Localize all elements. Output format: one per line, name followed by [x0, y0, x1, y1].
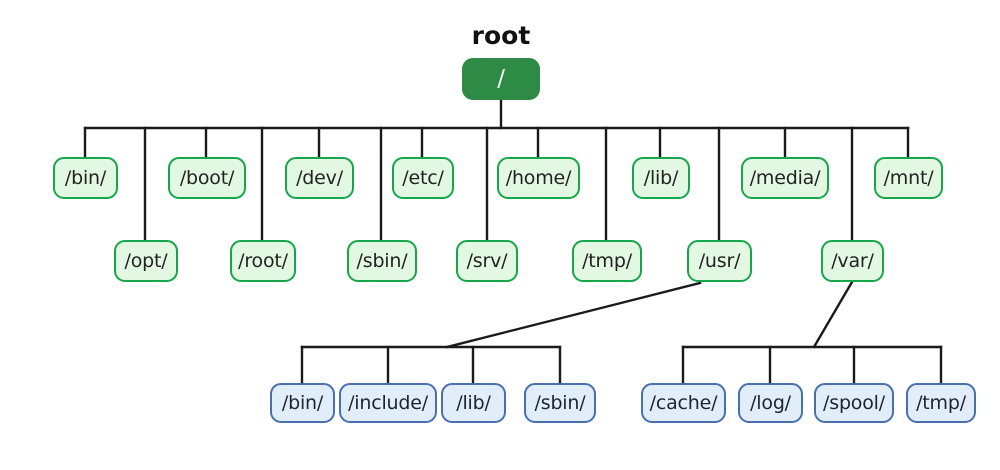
node-tmp-row2[interactable]: /tmp/: [572, 240, 642, 282]
node-label: /mnt/: [883, 167, 934, 189]
node-srv-row2[interactable]: /srv/: [456, 240, 518, 282]
node-label: /spool/: [823, 392, 885, 414]
diagonal-usr: [445, 281, 702, 349]
node-label: /boot/: [179, 167, 235, 189]
node-usr-include[interactable]: /include/: [339, 383, 437, 423]
node-label: /root/: [238, 250, 288, 272]
node-opt-row2[interactable]: /opt/: [114, 240, 178, 282]
node-bin-row1[interactable]: /bin/: [53, 157, 118, 199]
node-label: /bin/: [281, 392, 324, 414]
node-label: /tmp/: [916, 392, 966, 414]
node-label: /sbin/: [534, 392, 586, 414]
node-var-cache[interactable]: /cache/: [641, 383, 726, 423]
node-var-tmp[interactable]: /tmp/: [906, 383, 976, 423]
node-home-row1[interactable]: /home/: [497, 157, 580, 199]
node-boot-row1[interactable]: /boot/: [168, 157, 246, 199]
node-label: /var/: [831, 250, 874, 272]
node-lib-row1[interactable]: /lib/: [632, 157, 690, 199]
node-var-row2[interactable]: /var/: [821, 240, 884, 282]
node-label: /srv/: [466, 250, 508, 272]
node-label: /sbin/: [356, 250, 408, 272]
node-label: /etc/: [402, 167, 444, 189]
node-var-log[interactable]: /log/: [738, 383, 803, 423]
node-etc-row1[interactable]: /etc/: [392, 157, 454, 199]
node-root[interactable]: /: [462, 58, 540, 100]
node-sbin-row2[interactable]: /sbin/: [347, 240, 417, 282]
node-label: /bin/: [64, 167, 107, 189]
node-label: /lib/: [456, 392, 491, 414]
node-label: /cache/: [649, 392, 718, 414]
node-var-spool[interactable]: /spool/: [814, 383, 894, 423]
node-label: /tmp/: [582, 250, 632, 272]
node-label: /include/: [348, 392, 428, 414]
node-label: /media/: [749, 167, 821, 189]
node-usr-bin[interactable]: /bin/: [270, 383, 335, 423]
node-root-row2[interactable]: /root/: [230, 240, 296, 282]
node-usr-row2[interactable]: /usr/: [687, 240, 752, 282]
node-dev-row1[interactable]: /dev/: [285, 157, 354, 199]
node-label: /usr/: [698, 250, 741, 272]
node-media-row1[interactable]: /media/: [741, 157, 829, 199]
node-label: /home/: [505, 167, 572, 189]
node-usr-lib[interactable]: /lib/: [441, 383, 506, 423]
node-label: /dev/: [296, 167, 343, 189]
node-label: /opt/: [124, 250, 168, 272]
node-label: /log/: [750, 392, 791, 414]
root-caption: root: [471, 21, 531, 50]
node-usr-sbin[interactable]: /sbin/: [524, 383, 596, 423]
node-mnt-row1[interactable]: /mnt/: [874, 157, 943, 199]
node-label: /lib/: [643, 167, 679, 189]
diagonal-var: [812, 280, 854, 349]
